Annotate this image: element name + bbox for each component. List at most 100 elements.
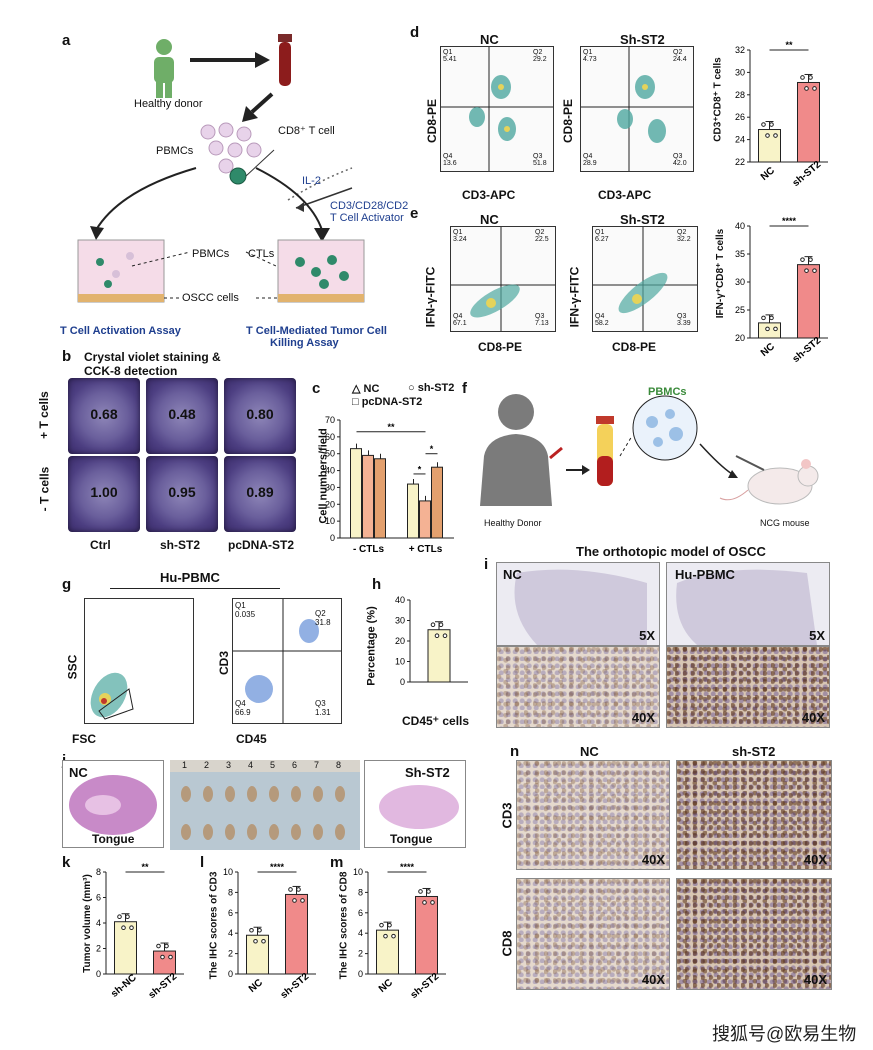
n-sh-cd8: 40X	[676, 878, 832, 990]
panel-label-c: c	[312, 380, 321, 397]
n-cd3: CD3	[499, 802, 515, 829]
j-tumor-photo: 1 2 3 4 5 6 7 8	[170, 760, 360, 850]
y-tick-label: 6	[358, 908, 363, 918]
ctls-label: CTLs	[248, 248, 275, 260]
bar	[431, 466, 443, 539]
y-tick-label: 8	[96, 867, 101, 877]
petri-minus-pc: 0.89	[224, 456, 296, 532]
y-tick-label: 25	[735, 305, 745, 315]
x-tick-label: sh-ST2	[791, 335, 824, 365]
y-tick-label: 6	[96, 893, 101, 903]
x-tick-label: NC	[759, 341, 777, 359]
x-tick-label: sh-ST2	[279, 971, 312, 1001]
y-tick-label: 4	[96, 918, 101, 928]
f-donor: Healthy Donor	[484, 518, 542, 528]
data-point	[804, 268, 809, 273]
oscc-label: OSCC cells	[182, 292, 239, 304]
sig-label: ****	[400, 862, 415, 872]
panel-label-b: b	[62, 348, 72, 365]
x-tick-label: sh-ST2	[791, 159, 824, 189]
sig-label: **	[141, 862, 149, 872]
data-point	[430, 900, 435, 905]
e-xlabel-2: CD8-PE	[612, 340, 657, 354]
injection-syringe-icon	[735, 455, 765, 471]
d-ylabel-2: CD8-PE	[561, 98, 576, 144]
petri-plus-ctrl: 0.68	[68, 378, 140, 454]
y-tick-label: 22	[735, 157, 745, 167]
assay2-line1: T Cell-Mediated Tumor Cell	[246, 325, 387, 337]
data-point	[761, 122, 766, 127]
y-tick-label: 30	[735, 67, 745, 77]
n-nc-cd8: 40X	[516, 878, 670, 990]
data-point	[257, 927, 262, 933]
c-legend-sh: ○ sh-ST2	[408, 382, 455, 394]
bar	[376, 929, 399, 975]
y-tick-label: 26	[735, 112, 745, 122]
data-point	[168, 954, 173, 960]
d-xlabel-2: CD3-APC	[598, 188, 652, 202]
panel-label-l: l	[200, 854, 205, 871]
g-title: Hu-PBMC	[160, 570, 220, 585]
panel-label-h: h	[372, 576, 382, 593]
sig-label: *	[418, 464, 422, 474]
x-tick-label: NC	[377, 977, 395, 995]
blood-tube-f-icon	[596, 416, 614, 486]
bar	[797, 264, 820, 339]
c-legend-pc: □ pcDNA-ST2	[352, 396, 423, 408]
x-tick-label: sh-ST2	[409, 971, 442, 1001]
data-point	[117, 914, 122, 920]
panel-label-d: d	[410, 24, 420, 41]
i-title: The orthotopic model of OSCC	[576, 544, 766, 559]
data-point	[383, 933, 388, 939]
g-fsc: FSC	[72, 732, 96, 746]
data-point	[800, 257, 805, 262]
bar	[797, 81, 820, 163]
d-bar-ylabel: CD3⁺CD8⁺ T cells	[712, 57, 724, 142]
y-tick-label: 2	[358, 949, 363, 959]
n-sh: sh-ST2	[732, 744, 776, 759]
activator-line2: T Cell Activator	[330, 212, 404, 224]
syringe-icon	[549, 446, 563, 460]
b-title-1: Crystal violet staining &	[84, 350, 221, 364]
j-tongue-2: Tongue	[390, 832, 433, 846]
n-cd8: CD8	[499, 930, 515, 957]
y-tick-label: 8	[228, 887, 233, 897]
d-sh: Sh-ST2	[620, 32, 665, 47]
data-point	[121, 925, 126, 931]
y-tick-label: 30	[395, 616, 405, 626]
data-point	[773, 326, 778, 332]
y-tick-label: 20	[395, 636, 405, 646]
b-title-2: CCK-8 detection	[84, 364, 178, 378]
h-xlabel: CD45⁺ cells	[402, 714, 470, 728]
i-nc-40x: 40X	[496, 646, 660, 728]
y-tick-label: 30	[325, 482, 335, 492]
x-tick-label: + CTLs	[409, 544, 443, 555]
i-hu-5x: Hu-PBMC 5X	[666, 562, 830, 646]
data-point	[253, 938, 258, 944]
bar	[427, 629, 451, 683]
panel-label-k: k	[62, 854, 71, 871]
y-tick-label: 40	[395, 595, 405, 605]
data-point	[418, 889, 423, 894]
f-mouse: NCG mouse	[760, 518, 810, 528]
y-tick-label: 10	[395, 657, 405, 667]
data-point	[800, 75, 805, 80]
i-nc-5x: NC 5X	[496, 562, 660, 646]
data-point	[773, 133, 778, 138]
y-tick-label: 28	[735, 90, 745, 100]
g-cd3: CD3	[217, 650, 232, 676]
panel-label-e: e	[410, 205, 419, 222]
y-tick-label: 32	[735, 45, 745, 55]
y-tick-label: 2	[228, 949, 233, 959]
assay1-label: T Cell Activation Assay	[60, 325, 181, 337]
h-ylabel: Percentage (%)	[365, 606, 378, 686]
y-tick-label: 6	[228, 908, 233, 918]
n-nc: NC	[580, 744, 599, 759]
x-tick-label: NC	[247, 977, 265, 995]
panel-label-n: n	[510, 743, 520, 760]
